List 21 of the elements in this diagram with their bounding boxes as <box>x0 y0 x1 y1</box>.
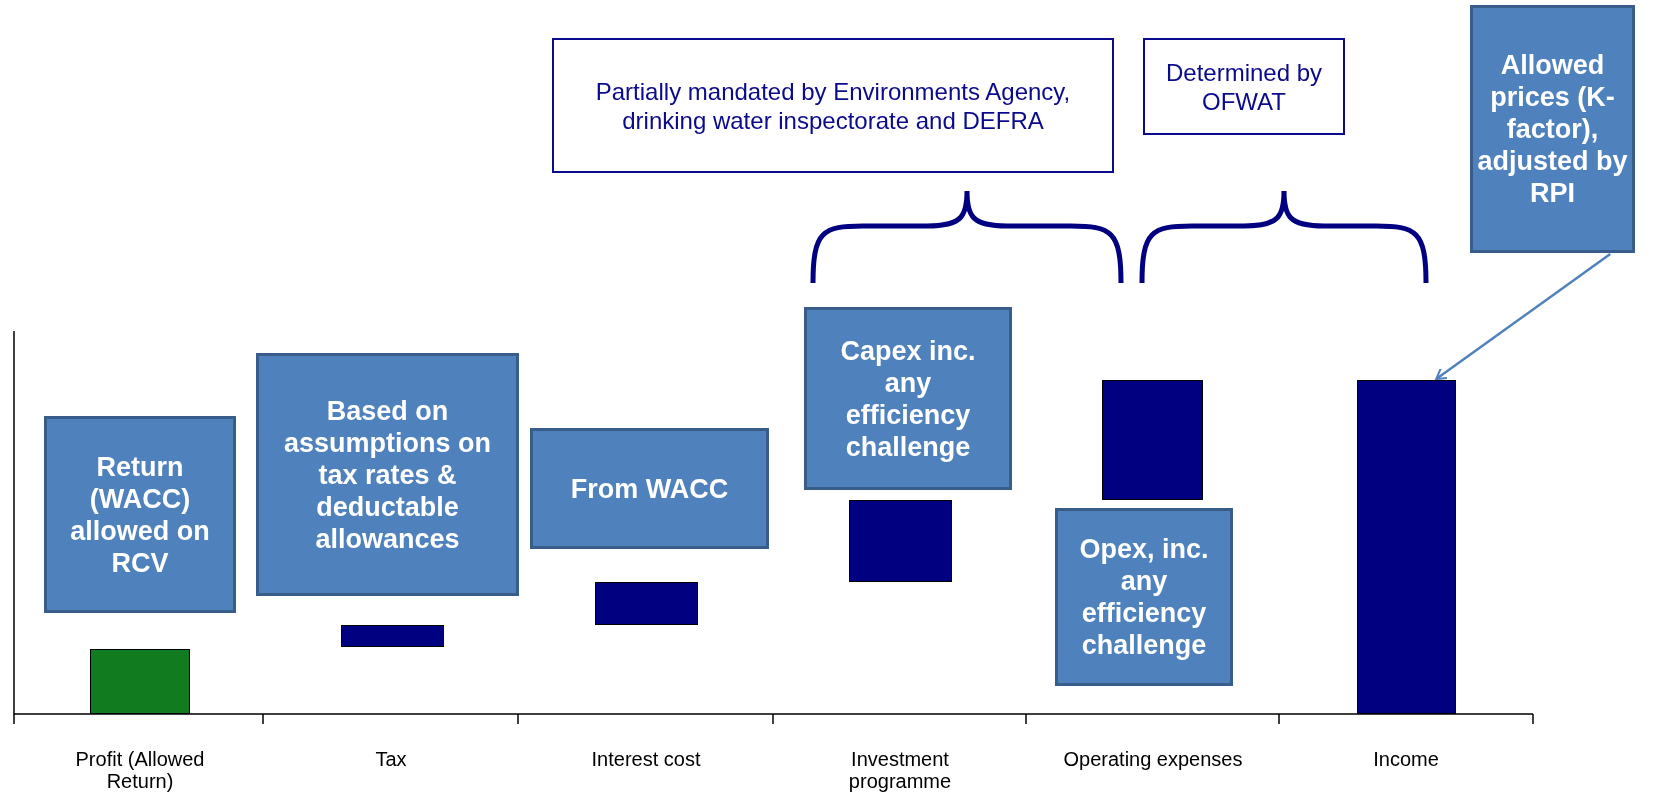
category-label: Tax <box>374 748 408 770</box>
callout-box: Capex inc. any efficiency challenge <box>804 307 1012 490</box>
category-label: Income <box>1372 748 1440 770</box>
annotation-box: Partially mandated by Environments Agency, drinking water inspectorate and DEFRA <box>552 38 1114 173</box>
callout-box: Allowed prices (K-factor), adjusted by RPI <box>1470 5 1635 253</box>
arrow <box>1435 253 1611 380</box>
category-label: Interest cost <box>590 748 702 770</box>
waterfall-bar <box>341 625 444 647</box>
category-label: Investment programme <box>847 748 953 792</box>
annotation-box: Determined by OFWAT <box>1143 38 1345 135</box>
callout-box: Opex, inc. any efficiency challenge <box>1055 508 1233 686</box>
waterfall-bar <box>1357 380 1456 714</box>
waterfall-bar <box>1102 380 1203 500</box>
category-label: Operating expenses <box>1062 748 1244 770</box>
category-label: Profit (Allowed Return) <box>74 748 206 792</box>
callout-box: From WACC <box>530 428 769 549</box>
callout-box: Based on assumptions on tax rates & deductable allowances <box>256 353 519 596</box>
waterfall-bar <box>595 582 698 625</box>
waterfall-bar <box>849 500 952 582</box>
waterfall-bar <box>90 649 190 714</box>
callout-box: Return (WACC) allowed on RCV <box>44 416 236 613</box>
